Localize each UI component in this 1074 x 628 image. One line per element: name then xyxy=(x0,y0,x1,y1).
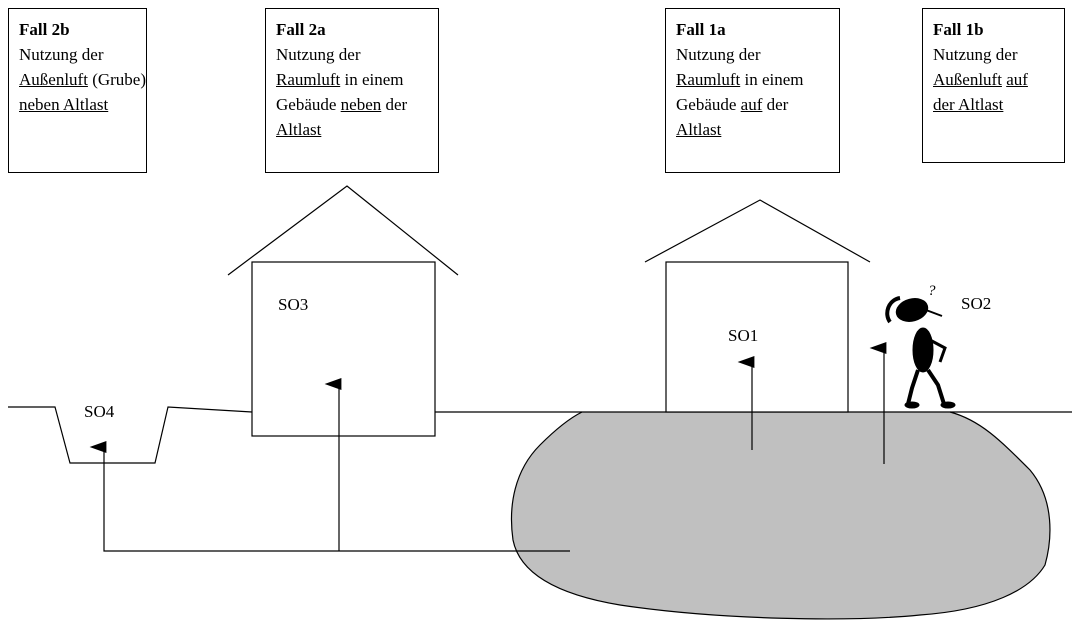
label-so1: SO1 xyxy=(728,326,759,345)
case-2b-underlined-aussenluft: Außenluft xyxy=(19,70,88,89)
case-1b-underlined-auf: auf xyxy=(1006,70,1028,89)
contamination-area xyxy=(510,411,1051,620)
case-1b-line3: der Altlast xyxy=(933,92,1054,117)
case-1a-underlined-raumluft: Raumluft xyxy=(676,70,741,89)
migration-path xyxy=(89,441,570,552)
person-figure xyxy=(885,296,956,409)
case-2b-line3: neben Altlast xyxy=(19,95,109,114)
label-so3: SO3 xyxy=(278,295,309,314)
case-1b-underlined-altlast: Altlast xyxy=(958,95,1004,114)
case-2a-line3: Gebäude neben der xyxy=(276,92,428,117)
case-1b-line1: Nutzung der xyxy=(933,45,1018,64)
case-1a-line2: Raumluft in einem xyxy=(676,67,829,92)
case-1b-underlined-aussenluft: Außenluft xyxy=(933,70,1002,89)
case-1a-underlined-auf: auf xyxy=(740,95,763,114)
building-right xyxy=(665,261,849,413)
case-2b-box: Fall 2b Nutzung der Außenluft (Grube) ne… xyxy=(8,8,147,173)
case-2a-line1: Nutzung der xyxy=(276,45,361,64)
case-1b-title: Fall 1b xyxy=(933,20,984,39)
case-2a-underlined-neben: neben xyxy=(340,95,382,114)
question-mark: ? xyxy=(928,283,936,299)
case-1b-der: der xyxy=(933,95,959,114)
case-1a-title: Fall 1a xyxy=(676,20,726,39)
case-1a-der: der xyxy=(762,95,789,114)
case-2b-title: Fall 2b xyxy=(19,20,70,39)
case-2a-in-einem: in einem xyxy=(340,70,404,89)
case-2a-box: Fall 2a Nutzung der Raumluft in einem Ge… xyxy=(265,8,439,173)
label-so4: SO4 xyxy=(84,402,115,421)
case-1a-line3: Gebäude auf der xyxy=(676,92,829,117)
label-so2: SO2 xyxy=(961,294,992,313)
case-1a-line4: Altlast xyxy=(676,120,722,139)
case-1a-box: Fall 1a Nutzung der Raumluft in einem Ge… xyxy=(665,8,840,173)
case-2a-line4: Altlast xyxy=(276,120,322,139)
case-2a-line2: Raumluft in einem xyxy=(276,67,428,92)
case-1a-line1: Nutzung der xyxy=(676,45,761,64)
case-1a-in-einem: in einem xyxy=(740,70,804,89)
case-2a-title: Fall 2a xyxy=(276,20,326,39)
case-2a-der: der xyxy=(381,95,408,114)
case-2a-gebaeude: Gebäude xyxy=(276,95,341,114)
case-2b-grube: (Grube) xyxy=(87,70,146,89)
case-2b-line2: Außenluft (Grube) xyxy=(19,67,146,92)
case-1b-box: Fall 1b Nutzung der Außenluft auf der Al… xyxy=(922,8,1065,163)
roof-left xyxy=(227,185,459,276)
case-2a-underlined-raumluft: Raumluft xyxy=(276,70,341,89)
roof-right xyxy=(644,199,871,263)
case-1a-gebaeude: Gebäude xyxy=(676,95,741,114)
case-1b-line2: Außenluft auf xyxy=(933,67,1054,92)
building-left xyxy=(251,261,436,437)
case-2b-line1: Nutzung der xyxy=(19,45,104,64)
